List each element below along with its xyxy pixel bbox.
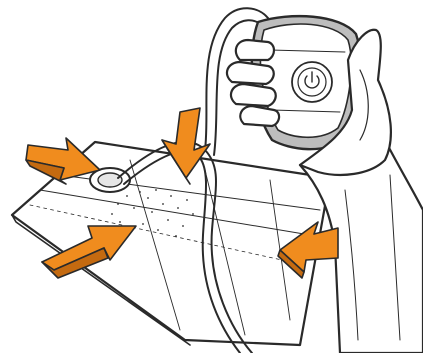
power-button-icon <box>292 62 332 102</box>
